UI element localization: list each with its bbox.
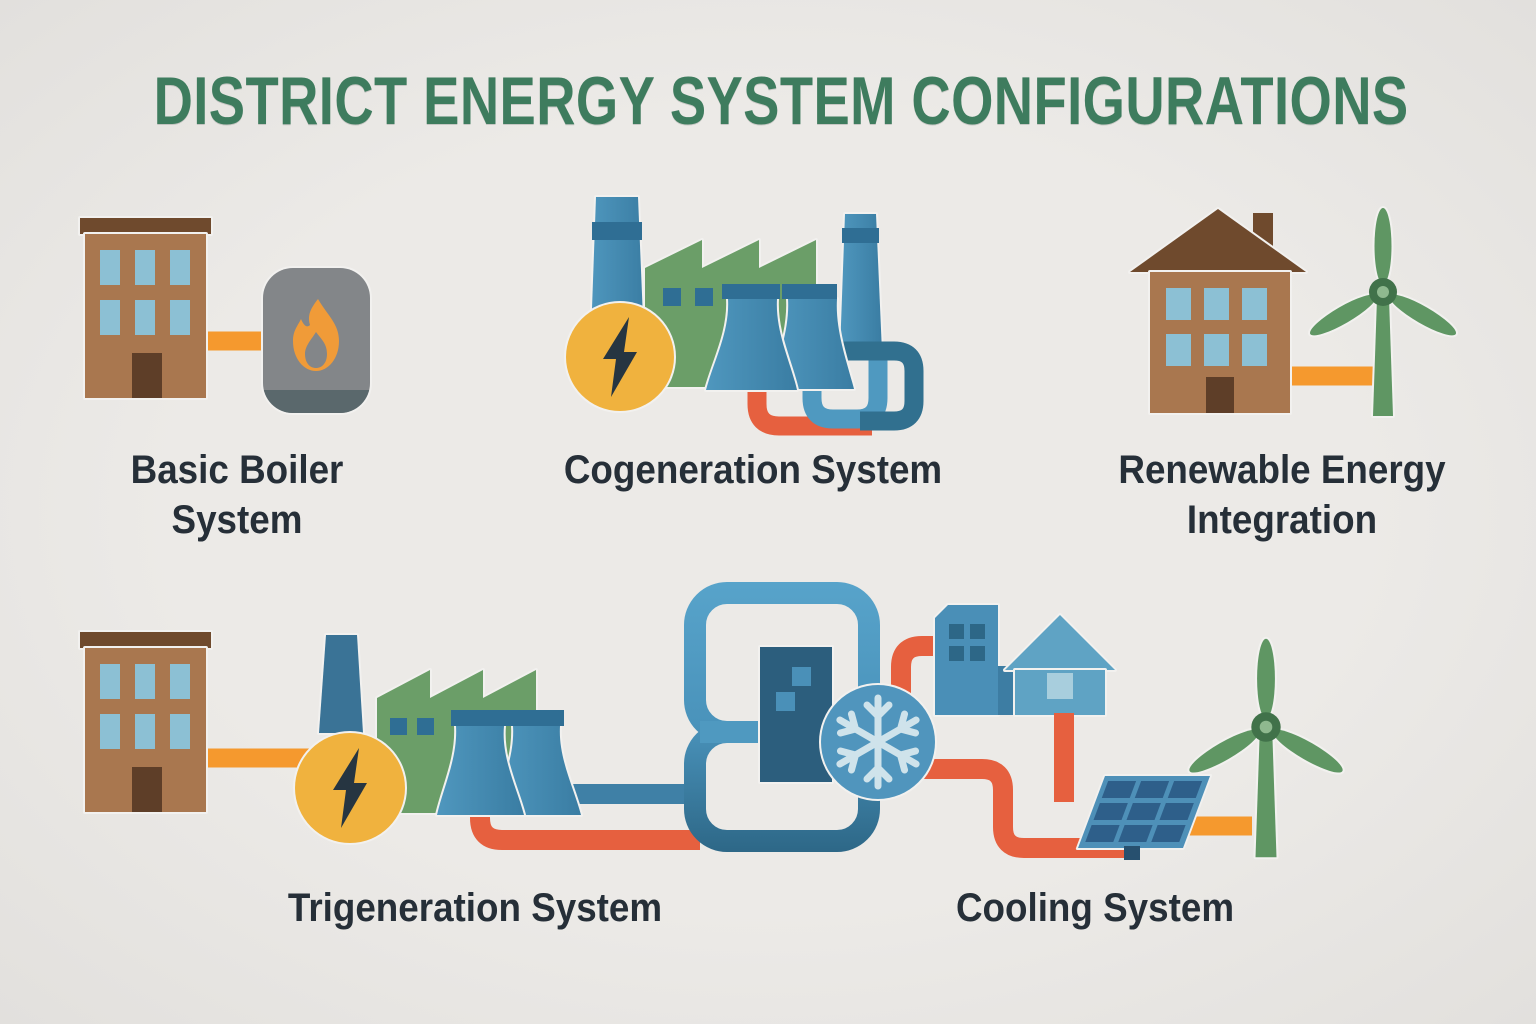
flame-icon <box>293 299 339 371</box>
apartment-building-icon <box>78 630 213 814</box>
cooling-tower-icon <box>704 284 799 392</box>
building-window <box>970 646 985 661</box>
smokestack-band <box>592 222 642 240</box>
return-pipe <box>802 350 888 429</box>
solar-panel-stand <box>1124 846 1140 860</box>
solar-panel-icon <box>1075 774 1213 860</box>
renewable-label: Renewable Energy Integration <box>1118 448 1446 542</box>
basic-boiler-label: Basic Boiler System <box>130 448 344 542</box>
factory-window <box>417 718 434 735</box>
trigeneration-cooling-diagram <box>78 582 1347 860</box>
renewable-energy-icon <box>1128 206 1462 418</box>
factory-window <box>663 288 681 306</box>
hot-water-pipe <box>470 805 700 850</box>
steam-pipe <box>826 341 924 431</box>
factory-window <box>695 288 713 306</box>
building-window <box>949 624 964 639</box>
electricity-icon <box>564 301 676 413</box>
building-window <box>949 646 964 661</box>
building-window <box>776 692 795 711</box>
factory-window <box>390 718 407 735</box>
chiller-snowflake-icon <box>819 683 937 801</box>
apartment-building-icon <box>78 216 213 400</box>
boiler-icon <box>261 266 372 415</box>
cooling-tower-icon <box>435 710 526 817</box>
house-icon <box>1128 207 1308 415</box>
hot-water-pipe <box>747 378 872 436</box>
office-building-icon <box>933 603 1000 717</box>
building-window <box>792 667 811 686</box>
house-roof <box>1128 207 1308 274</box>
smokestack-band <box>842 228 879 243</box>
energy-center-building-icon <box>758 645 834 784</box>
hot-water-pipe <box>891 636 1140 858</box>
basic-boiler-system-icon <box>78 216 372 415</box>
building-window <box>970 624 985 639</box>
cogeneration-system-icon <box>564 195 924 436</box>
page-title: DISTRICT ENERGY SYSTEM CONFIGURATIONS <box>153 63 1409 139</box>
house-window <box>1047 673 1073 699</box>
smokestack-icon <box>317 633 365 735</box>
cogeneration-label: Cogeneration System <box>563 448 943 492</box>
electricity-icon <box>293 731 407 845</box>
blue-house-icon <box>1003 613 1117 717</box>
cooling-label: Cooling System <box>955 886 1235 930</box>
house-roof <box>1003 613 1117 672</box>
trigeneration-label: Trigeneration System <box>287 886 663 930</box>
